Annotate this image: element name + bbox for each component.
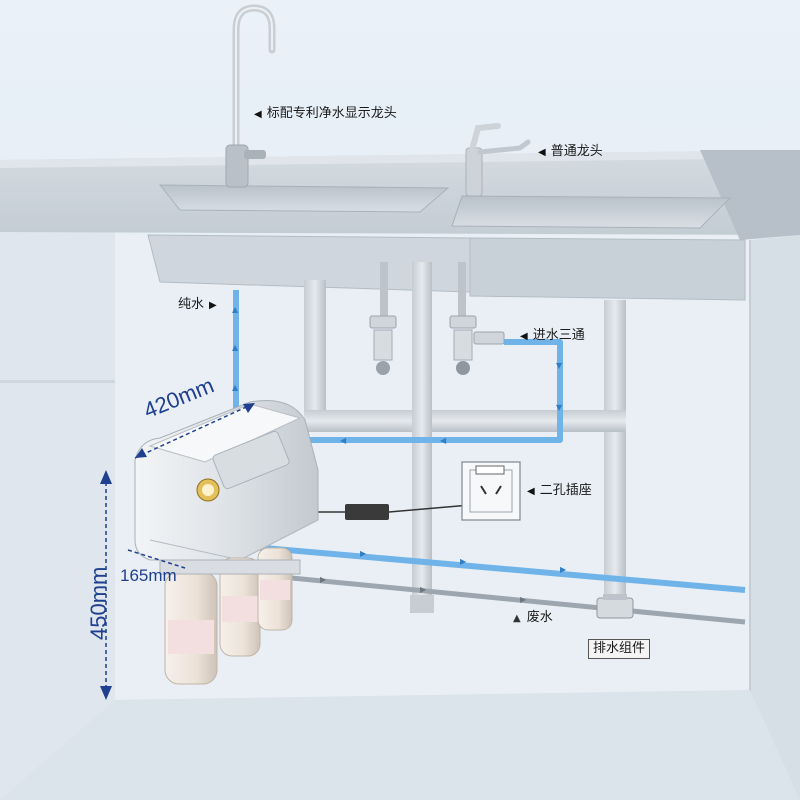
dimension-lines bbox=[105, 402, 256, 696]
svg-text:▶: ▶ bbox=[460, 557, 467, 566]
label-socket: 二孔插座 bbox=[527, 483, 592, 500]
dimension-height: 450mm bbox=[86, 566, 111, 640]
right-sink-bowl bbox=[469, 237, 746, 301]
svg-text:▶: ▶ bbox=[520, 595, 527, 604]
horizontal-drain-pipe bbox=[304, 410, 626, 432]
svg-text:▶: ▶ bbox=[560, 565, 567, 574]
right-cabinet-panel bbox=[750, 235, 800, 800]
waste-water-line bbox=[229, 569, 746, 625]
svg-text:▼: ▼ bbox=[556, 403, 563, 412]
special-faucet-graphic bbox=[225, 4, 276, 188]
left-cabinet-panel bbox=[0, 230, 115, 800]
normal-faucet-graphic bbox=[465, 123, 531, 197]
svg-text:▼: ▼ bbox=[556, 361, 563, 370]
svg-text:▶: ▶ bbox=[360, 549, 367, 558]
label-inlet-tee: 进水三通 bbox=[520, 328, 585, 345]
flow-arrows: ▲ ▲ ▲ ▼ ▼ ◀ ◀ ▶ ▶ ▶ bbox=[232, 305, 567, 574]
dimension-depth: 165mm bbox=[120, 566, 177, 585]
dimension-arrowheads bbox=[100, 403, 255, 700]
filter-cartridges bbox=[159, 547, 301, 685]
right-drain-pipe bbox=[604, 300, 626, 605]
svg-text:▶: ▶ bbox=[420, 585, 427, 594]
svg-text:▲: ▲ bbox=[232, 343, 239, 352]
label-pure-water: 纯水 bbox=[178, 297, 217, 314]
center-drain-pipe bbox=[412, 262, 432, 607]
svg-text:▶: ▶ bbox=[320, 575, 327, 584]
svg-text:▲: ▲ bbox=[232, 305, 239, 314]
svg-text:◀: ◀ bbox=[340, 436, 347, 445]
label-normal-faucet: 普通龙头 bbox=[538, 144, 603, 161]
svg-text:◀: ◀ bbox=[440, 436, 447, 445]
svg-text:▲: ▲ bbox=[232, 383, 239, 392]
socket-graphic bbox=[461, 461, 521, 521]
left-sink-opening bbox=[158, 184, 450, 213]
purifier-housing bbox=[134, 399, 319, 561]
right-angle-valve bbox=[449, 262, 505, 375]
left-drain-pipe bbox=[304, 280, 326, 430]
label-special-faucet: 标配专利净水显示龙头 bbox=[254, 106, 397, 123]
left-angle-valve bbox=[369, 262, 397, 375]
label-waste-water: 废水 bbox=[513, 610, 553, 627]
label-drain-kit: 排水组件 bbox=[588, 639, 651, 659]
cabinet-floor bbox=[0, 690, 800, 800]
drain-kit-graphic bbox=[596, 594, 634, 619]
right-sink-opening bbox=[451, 195, 732, 229]
